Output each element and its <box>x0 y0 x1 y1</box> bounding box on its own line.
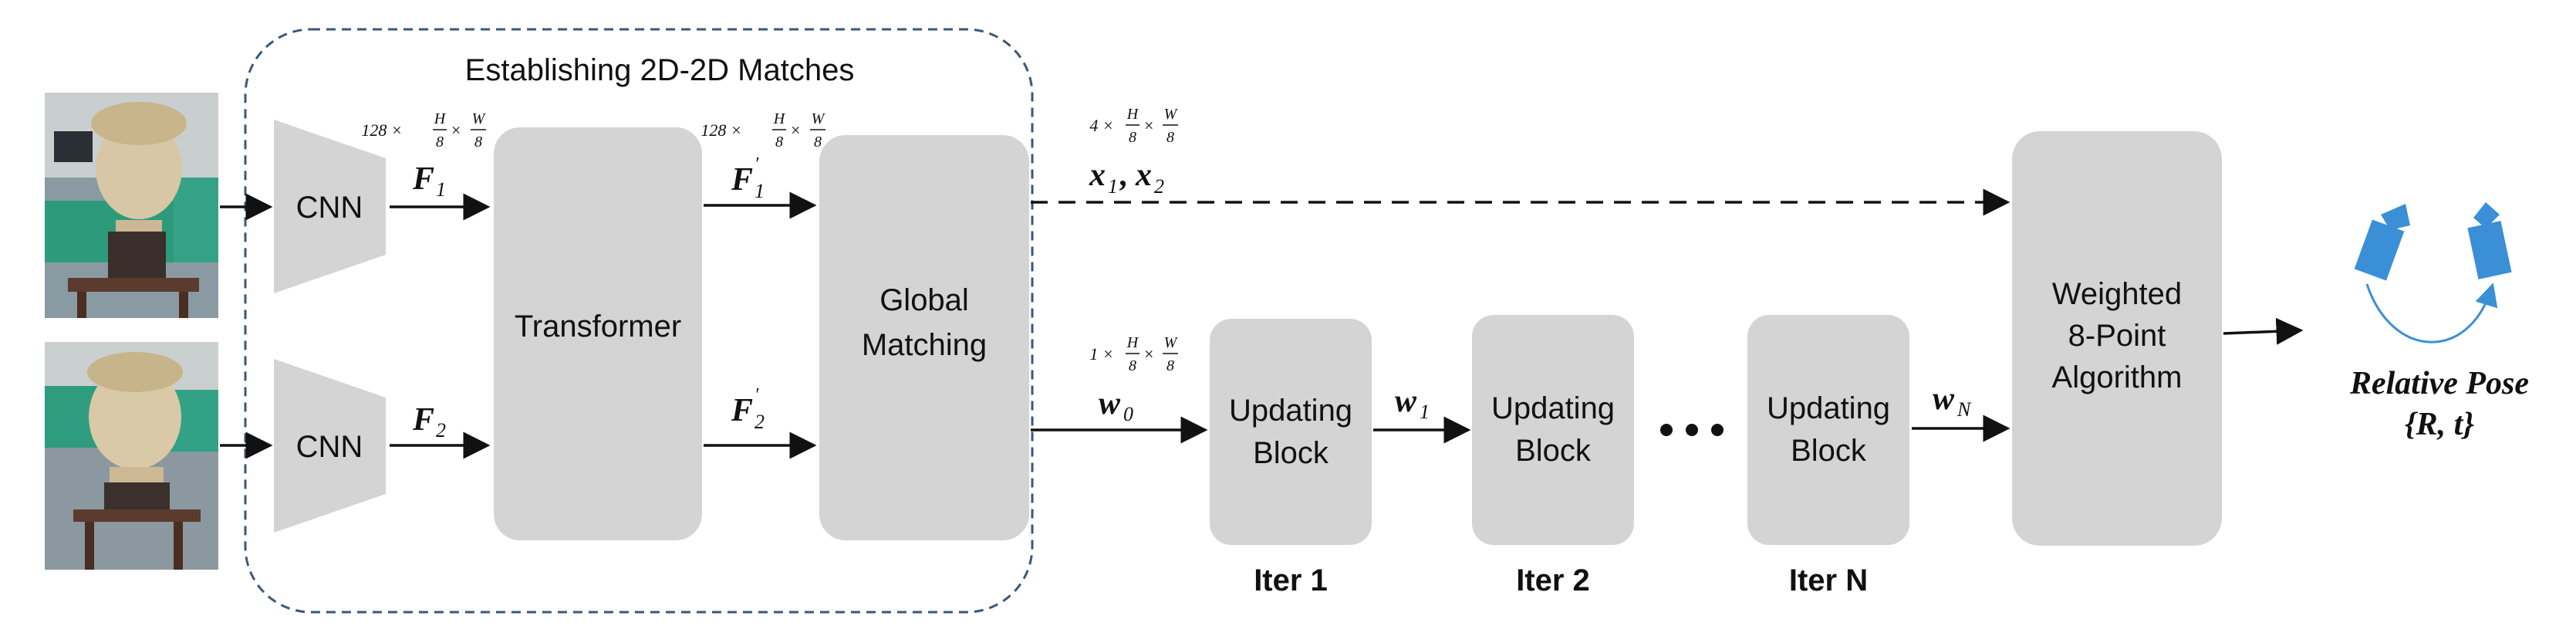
weighted-eight-point-block <box>2012 131 2222 546</box>
weighted-label-1: Weighted <box>2052 277 2182 311</box>
dim-label-w0: 1 × H 8 × W 8 <box>1089 334 1178 374</box>
dim-h: H <box>1126 334 1139 351</box>
weighted-label-2: 8-Point <box>2068 319 2166 353</box>
transformer-block <box>494 127 702 540</box>
dim-times: × <box>790 120 802 140</box>
relative-pose-label: Relative Pose <box>2349 366 2529 401</box>
label-f1: F 1 <box>412 161 446 201</box>
dim-8: 8 <box>814 134 822 151</box>
sub-n: N <box>1956 398 1972 421</box>
dim-label-f1: 128 × H 8 × W 8 <box>361 110 486 151</box>
cnn-block-top <box>274 120 386 293</box>
dim-times: × <box>1143 344 1155 364</box>
dim-w: W <box>1164 334 1179 351</box>
dim-label-f1-prime: 128 × H 8 × W 8 <box>701 110 825 151</box>
updating-block-1-label-1: Updating <box>1229 394 1352 428</box>
var-x: x <box>1089 157 1106 193</box>
sub-1: 1 <box>755 180 765 202</box>
label-w1: w 1 <box>1395 384 1430 423</box>
prime-mark: ′ <box>755 154 759 174</box>
dim-w: W <box>1164 106 1179 123</box>
var-x: x <box>1135 157 1152 193</box>
updating-block-n-label-2: Block <box>1791 434 1867 468</box>
global-matching-label-2: Matching <box>862 328 987 362</box>
label-x1-x2: x 1 , x 2 <box>1089 157 1164 198</box>
dim-8: 8 <box>1166 357 1174 374</box>
dim-8: 8 <box>775 134 783 151</box>
camera-left-icon <box>2354 204 2410 281</box>
var-f: F <box>731 393 753 428</box>
updating-block-2 <box>1472 315 1634 545</box>
cnn-top-label: CNN <box>296 191 363 225</box>
matching-region-border <box>244 28 1034 614</box>
dim-w: W <box>812 110 826 127</box>
sub-1: 1 <box>1108 175 1118 198</box>
label-f1-prime: F ′ 1 <box>731 154 765 202</box>
var-f: F <box>731 162 753 198</box>
updating-block-2-label-1: Updating <box>1491 391 1615 425</box>
var-f: F <box>412 402 434 438</box>
sub-2: 2 <box>436 419 446 442</box>
iter-1-label: Iter 1 <box>1254 563 1328 597</box>
updating-block-1 <box>1210 319 1372 545</box>
dim-8: 8 <box>474 134 482 151</box>
comma: , <box>1119 157 1129 193</box>
var-w: w <box>1933 381 1955 417</box>
dim-8: 8 <box>436 134 444 151</box>
label-f2-prime: F ′ 2 <box>731 385 765 433</box>
label-w0: w 0 <box>1099 386 1133 425</box>
iter-n-label: Iter N <box>1789 563 1868 597</box>
global-matching-block <box>819 135 1029 540</box>
iter-2-label: Iter 2 <box>1516 563 1590 597</box>
dim-times: × <box>1143 116 1155 135</box>
pose-transform-arc <box>2365 283 2498 343</box>
region-title: Establishing 2D-2D Matches <box>465 53 855 87</box>
dim-coef: 128 × <box>361 120 402 140</box>
dim-h: H <box>1126 106 1139 123</box>
updating-block-1-label-2: Block <box>1253 436 1329 470</box>
cnn-block-bottom <box>274 359 386 533</box>
arrow-output <box>2223 317 2304 345</box>
global-matching-label-1: Global <box>879 283 969 317</box>
sub-0: 0 <box>1123 403 1133 425</box>
dim-8: 8 <box>1129 357 1136 374</box>
sub-1: 1 <box>1420 401 1430 423</box>
label-wn: w N <box>1933 381 1972 421</box>
pose-set-label: {R, t} <box>2405 407 2474 442</box>
label-f2: F 2 <box>412 402 446 442</box>
var-f: F <box>412 161 434 197</box>
camera-right-icon <box>2467 202 2512 279</box>
dim-h: H <box>434 110 447 127</box>
input-image-top <box>45 93 218 318</box>
dim-8: 8 <box>1166 129 1174 146</box>
updating-block-2-label-2: Block <box>1515 434 1592 468</box>
input-image-bottom <box>45 342 218 570</box>
sub-2: 2 <box>1154 175 1164 198</box>
dim-coef: 1 × <box>1089 344 1113 364</box>
var-w: w <box>1099 386 1121 421</box>
dim-w: W <box>472 110 487 127</box>
ellipsis-dots <box>1660 424 1724 436</box>
dim-times: × <box>451 120 462 140</box>
var-w: w <box>1395 384 1417 419</box>
dim-8: 8 <box>1129 129 1136 146</box>
dim-label-x: 4 × H 8 × W 8 <box>1089 106 1178 146</box>
updating-block-n <box>1747 315 1909 545</box>
transformer-label: Transformer <box>515 310 681 343</box>
dim-h: H <box>773 110 786 127</box>
sub-2: 2 <box>755 411 765 433</box>
prime-mark: ′ <box>755 385 759 405</box>
cnn-bottom-label: CNN <box>296 430 363 464</box>
dim-coef: 4 × <box>1089 116 1113 135</box>
dim-coef: 128 × <box>701 120 741 140</box>
weighted-label-3: Algorithm <box>2052 360 2183 394</box>
sub-1: 1 <box>436 178 446 201</box>
updating-block-n-label-1: Updating <box>1767 391 1890 425</box>
